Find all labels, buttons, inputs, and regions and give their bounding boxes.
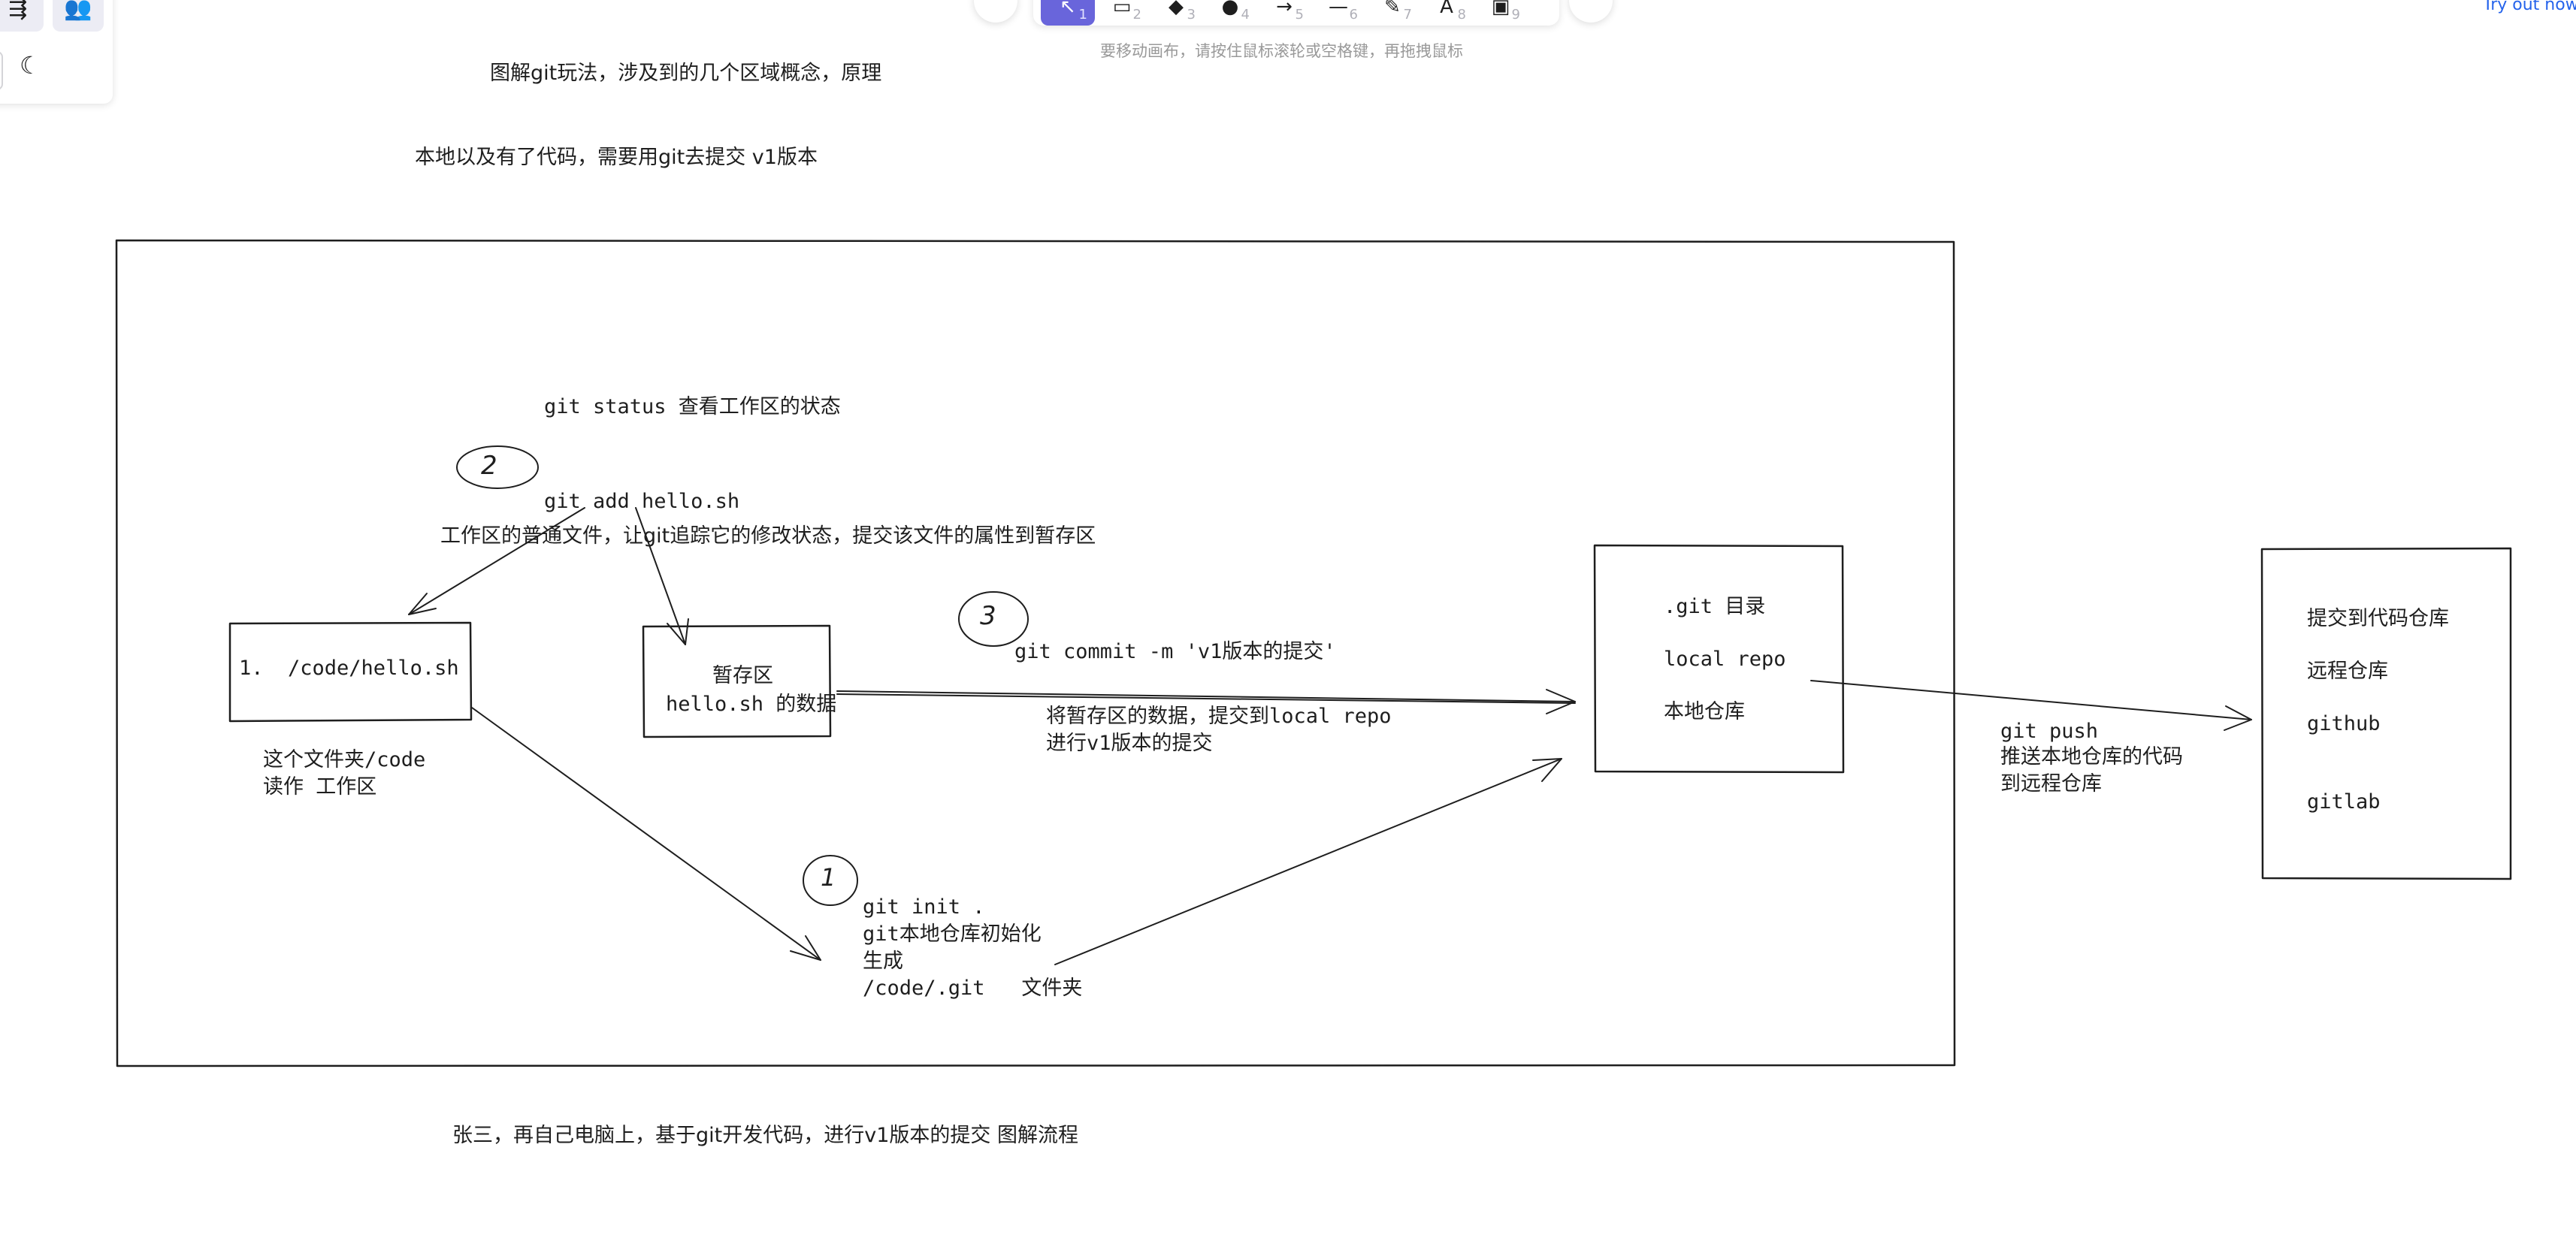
panel-edge (0, 51, 3, 90)
tool-shortcut-key: 1 (1078, 7, 1087, 23)
tool-shortcut-key: 4 (1241, 7, 1250, 23)
repo-label-1[interactable]: .git 目录 (1664, 595, 1766, 618)
commit-desc-1[interactable]: 将暂存区的数据，提交到local repo (1046, 705, 1392, 728)
circle-3[interactable] (958, 591, 1029, 647)
diagram-title[interactable]: 图解git玩法，涉及到的几个区域概念，原理 (490, 62, 882, 85)
draw-icon: ✎ (1384, 0, 1401, 18)
diagram-subtitle[interactable]: 本地以及有了代码，需要用git去提交 v1版本 (415, 146, 818, 169)
git-add-desc[interactable]: 工作区的普通文件，让git追踪它的修改状态，提交该文件的属性到暂存区 (440, 524, 1096, 548)
remote-label-4[interactable]: gitlab (2307, 790, 2381, 814)
tool-shortcut-key: 2 (1132, 7, 1141, 23)
arrow-workdir-to-init[interactable] (471, 707, 821, 961)
workdir-rect[interactable] (228, 621, 473, 723)
library-button[interactable]: ⇶ (0, 0, 44, 32)
left-tools-panel: ⇶ 👥 ☾ (0, 0, 113, 104)
stage-rect[interactable] (642, 624, 832, 738)
try-out-link[interactable]: Try out now! (2483, 0, 2576, 14)
local-repo-rect[interactable] (1593, 544, 1845, 774)
tool-shortcut-key: 8 (1457, 7, 1466, 23)
git-init-4[interactable]: /code/.git 文件夹 (863, 977, 1083, 1000)
remote-label-1[interactable]: 提交到代码仓库 (2307, 607, 2449, 630)
rectangle-icon: ▭ (1112, 0, 1132, 18)
arrow-stage-to-repo[interactable] (836, 689, 1576, 714)
git-init-2[interactable]: git本地仓库初始化 (863, 922, 1042, 946)
tool-shortcut-key: 3 (1187, 7, 1196, 23)
circle-2[interactable] (456, 445, 539, 489)
tool-line[interactable]: —6 (1311, 0, 1365, 26)
arrow-add-to-workdir[interactable] (408, 507, 585, 615)
arrow-icon: → (1276, 0, 1293, 18)
remote-repo-rect[interactable] (2260, 547, 2512, 880)
push-2[interactable]: 推送本地仓库的代码 (2000, 745, 2183, 768)
tool-shortcut-key: 5 (1295, 7, 1304, 23)
step-2-label[interactable]: 2 (481, 451, 497, 481)
tool-image[interactable]: ▣9 (1474, 0, 1528, 26)
outer-frame-rect[interactable] (115, 239, 1956, 1067)
workdir-desc-2[interactable]: 读作 工作区 (263, 775, 377, 799)
arrow-add-to-stage[interactable] (635, 507, 689, 645)
commit-desc-2[interactable]: 进行v1版本的提交 (1046, 732, 1213, 755)
users-icon: 👥 (64, 0, 92, 22)
text-icon: A (1440, 0, 1453, 18)
git-init-3[interactable]: 生成 (863, 950, 903, 973)
selection-icon: ↖ (1060, 0, 1076, 18)
tool-shortcut-key: 6 (1349, 7, 1358, 23)
line-icon: — (1329, 0, 1348, 18)
remote-label-3[interactable]: github (2307, 712, 2381, 735)
tool-selection[interactable]: ↖1 (1041, 0, 1095, 26)
collaborate-button[interactable]: 👥 (53, 0, 104, 32)
diagram-footer[interactable]: 张三，再自己电脑上，基于git开发代码，进行v1版本的提交 图解流程 (452, 1124, 1078, 1147)
tool-shortcut-key: 7 (1403, 7, 1412, 23)
git-init-1[interactable]: git init . (863, 895, 985, 919)
tool-arrow[interactable]: →5 (1257, 0, 1311, 26)
push-1[interactable]: git push (2000, 720, 2099, 743)
step-1-label[interactable]: 1 (821, 863, 836, 892)
tool-draw[interactable]: ✎7 (1365, 0, 1420, 26)
workdir-box-label[interactable]: 1. /code/hello.sh (239, 657, 459, 680)
repo-label-2[interactable]: local repo (1664, 648, 1786, 671)
tool-ellipse[interactable]: ●4 (1203, 0, 1257, 26)
share-icon: ⇶ (8, 0, 28, 22)
image-icon: ▣ (1491, 0, 1510, 18)
push-3[interactable]: 到远程仓库 (2000, 772, 2102, 796)
workdir-desc-1[interactable]: 这个文件夹/code (263, 748, 426, 771)
tool-rectangle[interactable]: ▭2 (1095, 0, 1149, 26)
git-add-text[interactable]: git add hello.sh (544, 490, 740, 513)
step-3-label[interactable]: 3 (980, 601, 996, 631)
diamond-icon: ◆ (1169, 0, 1184, 18)
arrow-repo-to-remote[interactable] (1810, 680, 2252, 731)
repo-label-3[interactable]: 本地仓库 (1664, 700, 1745, 723)
remote-label-2[interactable]: 远程仓库 (2307, 660, 2388, 683)
git-commit-text[interactable]: git commit -m 'v1版本的提交' (1014, 640, 1336, 663)
ellipse-icon: ● (1221, 0, 1239, 18)
moon-icon[interactable]: ☾ (20, 51, 41, 80)
stage-data[interactable]: hello.sh 的数据 (666, 693, 837, 716)
canvas-hint: 要移动画布，请按住鼠标滚轮或空格键，再拖拽鼠标 (1100, 42, 1463, 60)
tool-diamond[interactable]: ◆3 (1149, 0, 1203, 26)
stage-title[interactable]: 暂存区 (712, 664, 773, 687)
git-status-text[interactable]: git status 查看工作区的状态 (544, 395, 841, 418)
circle-1[interactable] (803, 855, 858, 906)
tool-shortcut-key: 9 (1511, 7, 1520, 23)
arrow-init-to-repo[interactable] (1054, 758, 1562, 965)
